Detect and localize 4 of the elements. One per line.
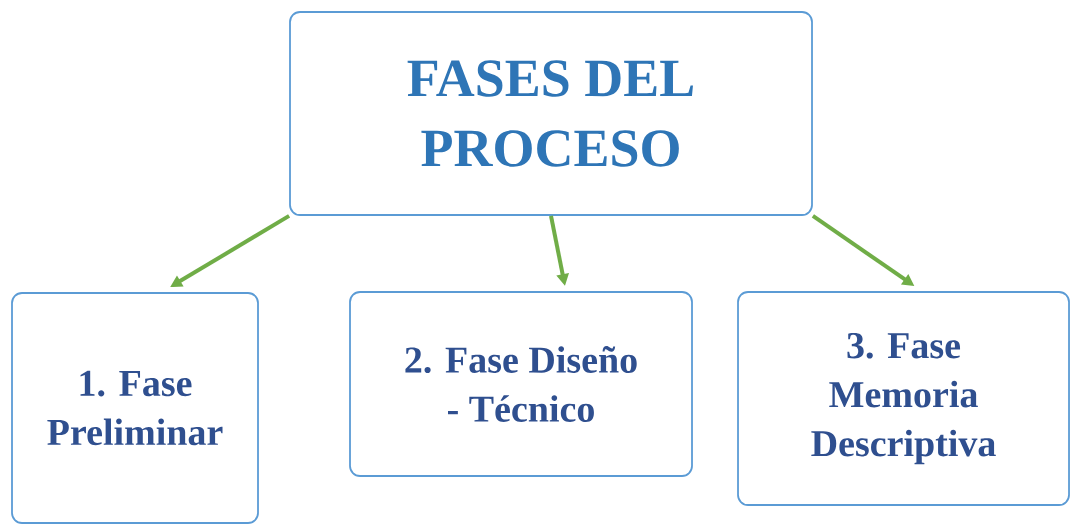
title-box: FASES DEL PROCESO [289,11,813,216]
phase-box: 1. Fase Preliminar [11,292,259,524]
phase-box: 3. Fase Memoria Descriptiva [737,291,1070,506]
phase-box: 2. Fase Diseño - Técnico [349,291,693,477]
